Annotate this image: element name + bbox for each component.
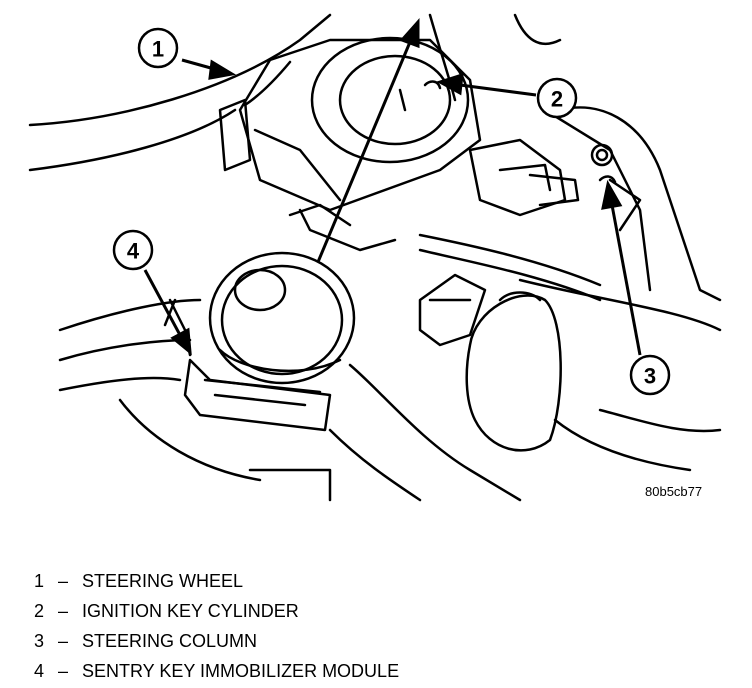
legend-dash: – (58, 571, 69, 591)
callout-1-circle (137, 27, 179, 69)
immobilizer-ring (208, 251, 356, 385)
legend-number: 4 (34, 661, 45, 681)
callout-3-label: 3 (644, 364, 656, 389)
callout-2-label: 2 (551, 87, 563, 112)
legend-item: 4–SENTRY KEY IMMOBILIZER MODULE (34, 656, 399, 686)
legend-item: 1–STEERING WHEEL (34, 566, 399, 596)
legend-text: SENTRY KEY IMMOBILIZER MODULE (82, 661, 400, 681)
callout-4-circle (112, 229, 154, 271)
ignition-housing (238, 38, 482, 212)
callout-1-label: 1 (152, 37, 164, 62)
callout-2-circle (536, 77, 578, 119)
ignition-assembly-illustration: 1 2 3 4 (28, 13, 722, 502)
callout-4-label: 4 (127, 239, 140, 264)
legend-dash: – (58, 661, 69, 681)
steering-wheel-outline (28, 13, 332, 127)
legend-dash: – (58, 631, 69, 651)
figure-id-label: 80b5cb77 (645, 484, 703, 499)
ignition-key-cylinder (310, 36, 470, 164)
parts-legend: 1–STEERING WHEEL 2–IGNITION KEY CYLINDER… (34, 566, 399, 686)
legend-text: STEERING COLUMN (82, 631, 258, 651)
legend-text: STEERING WHEEL (82, 571, 244, 591)
legend-number: 1 (34, 571, 45, 591)
legend-number: 3 (34, 631, 45, 651)
legend-text: IGNITION KEY CYLINDER (82, 601, 299, 621)
legend-item: 2–IGNITION KEY CYLINDER (34, 596, 399, 626)
callout-3-circle (629, 354, 671, 396)
legend-item: 3–STEERING COLUMN (34, 626, 399, 656)
legend-dash: – (58, 601, 69, 621)
legend-number: 2 (34, 601, 45, 621)
